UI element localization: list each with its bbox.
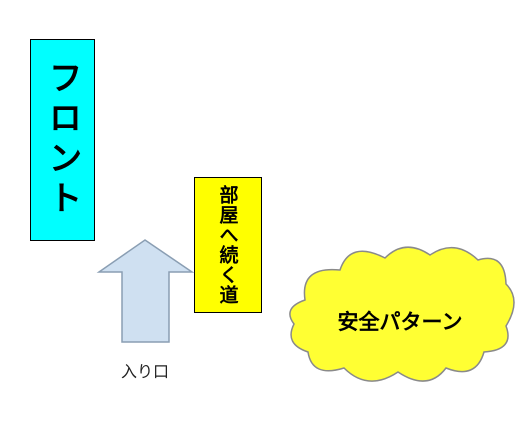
entrance-label: 入り口 [120,362,169,381]
entrance-arrow-icon [96,239,195,343]
room-road-box: 部屋へ続く道 [194,177,262,313]
safe-pattern-cloud [289,246,515,382]
safe-pattern-label: 安全パターン [337,310,463,334]
front-desk-label: フロント [42,60,82,220]
room-road-label: 部屋へ続く道 [216,185,239,305]
front-desk-box: フロント [30,39,95,241]
